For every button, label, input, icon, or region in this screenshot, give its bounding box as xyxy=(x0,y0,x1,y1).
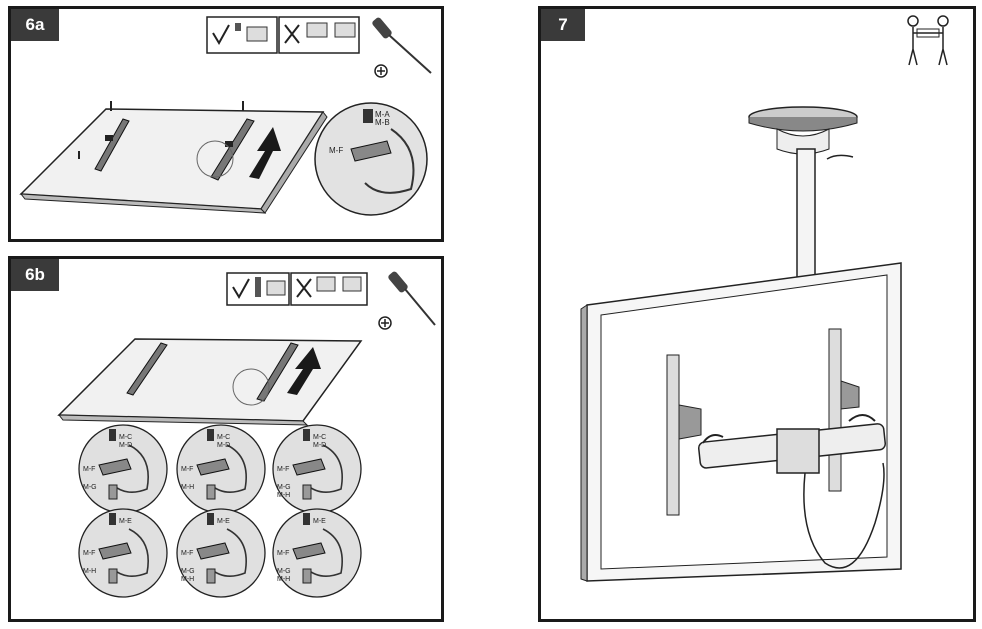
panel-step-6a: 6a xyxy=(8,6,444,242)
part-label-top2: M-D xyxy=(313,442,326,449)
cross-mark-icon xyxy=(284,24,300,44)
spacer-icon xyxy=(108,568,118,584)
check-mark-icon xyxy=(232,278,250,299)
part-label-low1: M-G xyxy=(83,484,97,491)
part-label-side: M-F xyxy=(83,466,95,473)
part-label-top1: M-C xyxy=(217,434,230,441)
panel-step-7: 7 xyxy=(538,6,976,622)
phillips-head-icon xyxy=(378,316,392,330)
cable xyxy=(803,462,885,569)
part-label-low2: M-H xyxy=(277,576,290,583)
bolt-icon xyxy=(207,429,214,441)
part-label-top1: M-C xyxy=(313,434,326,441)
tv-back-panel xyxy=(57,338,363,426)
cross-bar xyxy=(697,423,886,474)
spacer-icon xyxy=(302,568,312,584)
step-label: 7 xyxy=(541,9,585,41)
screwdriver-icon xyxy=(388,271,436,326)
spacer-icon xyxy=(302,484,312,500)
bolt-icon xyxy=(303,429,310,441)
part-label-top1: M-E xyxy=(313,518,326,525)
part-label-top1: M-E xyxy=(119,518,132,525)
do-dont-icon-box xyxy=(206,16,360,54)
ceiling-mount-plate xyxy=(748,106,858,160)
detail-callout-circle: M-A M-B M-F xyxy=(314,102,428,216)
part-label-top1: M-E xyxy=(217,518,230,525)
part-label-side: M-F xyxy=(277,466,289,473)
mounting-bracket-right xyxy=(256,342,299,402)
part-label-side: M-F xyxy=(277,550,289,557)
part-label-low1: M-G xyxy=(277,568,291,575)
tv-screen xyxy=(580,262,902,582)
bolt-icon xyxy=(207,513,214,525)
mounting-bracket-left xyxy=(94,118,130,172)
part-label-top2: M-D xyxy=(119,442,132,449)
mounting-bracket-left xyxy=(126,342,168,396)
part-label-side: M-F xyxy=(181,466,193,473)
detail-callout-circle: M-E M-F M-GM-H xyxy=(176,508,266,598)
spacer-icon xyxy=(108,484,118,500)
detail-callout-circle: M-CM-D M-F M-G xyxy=(78,424,168,514)
do-dont-icon-box xyxy=(226,272,368,306)
bolt-icon xyxy=(109,513,116,525)
tv-back-panel xyxy=(19,108,328,214)
step-6a-illustration: M-A M-B M-F xyxy=(19,16,432,216)
screw-icon xyxy=(78,101,244,159)
part-label-side: M-F xyxy=(181,550,193,557)
arrow-up-icon xyxy=(287,347,321,395)
step-6b-illustration: M-CM-DM-FM-GM-CM-DM-FM-HM-CM-DM-FM-GM-HM… xyxy=(57,271,436,598)
part-label-low1: M-H xyxy=(181,484,194,491)
part-label-low1: M-G xyxy=(277,484,291,491)
check-mark-icon xyxy=(212,24,230,45)
part-label-top1: M-C xyxy=(119,434,132,441)
part-label-top2: M-D xyxy=(217,442,230,449)
part-label-side: M-F xyxy=(83,550,95,557)
arrow-up-icon xyxy=(249,127,281,179)
cross-mark-icon xyxy=(296,278,312,298)
label-m-b: M-B xyxy=(375,118,390,127)
part-label-low1: M-H xyxy=(83,568,96,575)
two-person-lift-icon xyxy=(907,15,949,66)
bolt-icon xyxy=(303,513,310,525)
rotate-arrow-icon xyxy=(702,434,724,444)
rotate-arrow-icon xyxy=(848,414,876,422)
spacer-icon xyxy=(206,484,216,500)
part-label-low1: M-G xyxy=(181,568,195,575)
phillips-head-icon xyxy=(374,64,388,78)
detail-callout-circle: M-CM-D M-F M-H xyxy=(176,424,266,514)
bolt-icon xyxy=(109,429,116,441)
part-label-low2: M-H xyxy=(181,576,194,583)
detail-callout-circle: M-CM-D M-F M-GM-H xyxy=(272,424,362,514)
step-label: 6a xyxy=(11,9,59,41)
step-label: 6b xyxy=(11,259,59,291)
label-m-f: M-F xyxy=(329,146,343,155)
detail-callout-circle: M-E M-F M-H xyxy=(78,508,168,598)
detail-callout-circle: M-E M-F M-GM-H xyxy=(272,508,362,598)
step-7-illustration xyxy=(580,15,949,582)
part-label-low2: M-H xyxy=(277,492,290,499)
label-m-a: M-A xyxy=(375,110,390,119)
tv-bracket-left xyxy=(666,354,702,516)
spacer-icon xyxy=(206,568,216,584)
mounting-bracket-right xyxy=(196,118,255,181)
screwdriver-icon xyxy=(372,17,432,74)
